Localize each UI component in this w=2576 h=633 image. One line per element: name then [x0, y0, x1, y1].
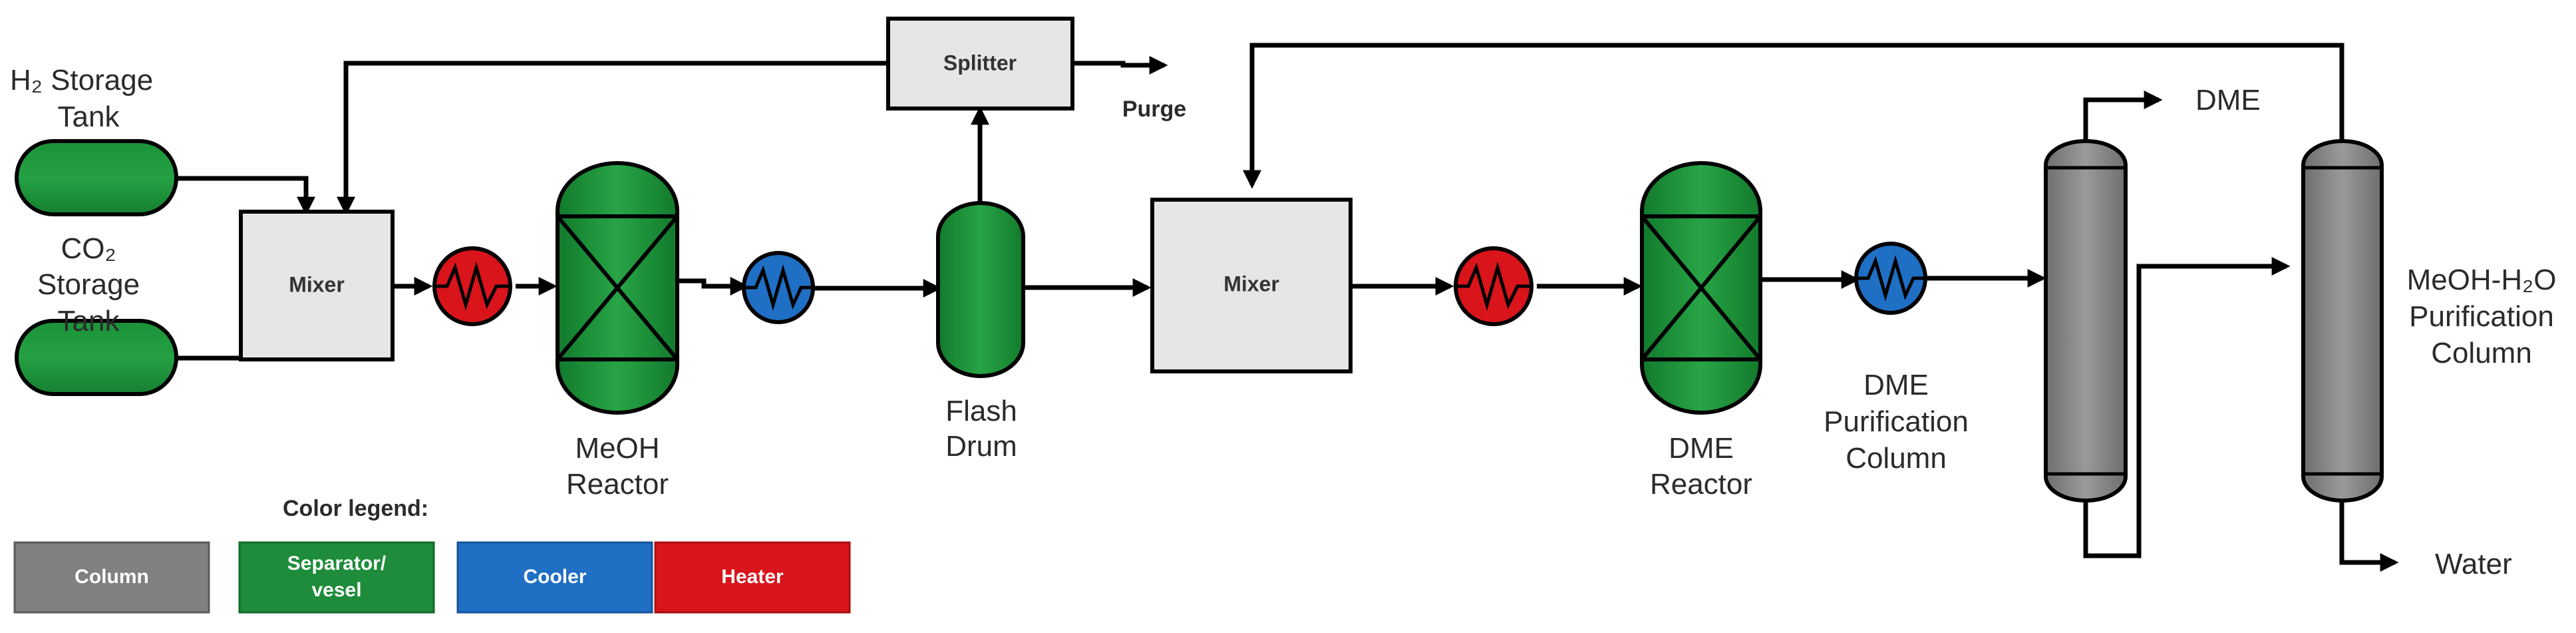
dme-column-label-1: DME: [1863, 369, 1929, 401]
purge-label: Purge: [1122, 97, 1186, 122]
stream-lines: [174, 43, 2399, 572]
meoh-reactor: [556, 161, 679, 415]
legend-heater-label: Heater: [721, 566, 784, 588]
meoh-reactor-label-1: MeOH: [575, 432, 659, 465]
heater-1-coil-icon: [434, 261, 511, 312]
meoh-h2o-purification-column: [2301, 139, 2384, 503]
meoh-reactor-label-2: Reactor: [566, 468, 669, 501]
co2-tank-label-2: Storage: [37, 268, 140, 301]
flash-drum: [936, 201, 1025, 378]
legend-separator-label-1: Separator/: [287, 552, 387, 574]
dme-column-label-3: Column: [1846, 442, 1947, 475]
legend-column-swatch: [13, 541, 210, 614]
water-product-label: Water: [2435, 548, 2512, 580]
legend-separator-label-2: vesel: [311, 579, 361, 601]
dme-reactor-label-2: Reactor: [1650, 468, 1752, 501]
cooler-2-coil-icon: [1856, 254, 1925, 302]
stream-reactor-to-cooler1: [675, 277, 749, 296]
h2-tank-label-1: H₂ Storage: [10, 64, 153, 97]
color-legend: Color legend: Column Separator/ vesel Co…: [13, 496, 851, 614]
heater-2: [1454, 246, 1533, 326]
dme-purification-column: [2044, 139, 2128, 503]
splitter-label: Splitter: [943, 51, 1017, 75]
dme-reactor: [1640, 161, 1762, 415]
splitter: Splitter: [886, 17, 1074, 110]
co2-storage-tank: [15, 319, 178, 396]
stream-dme-column-to-meoh-column: [2083, 257, 2291, 558]
equipment-labels: H₂ Storage Tank CO₂ Storage Tank Purge M…: [10, 64, 2556, 580]
meoh-column-label-1: MeOH-H₂O: [2407, 264, 2557, 296]
h2-tank-label-2: Tank: [58, 101, 120, 133]
co2-tank-label-1: CO₂: [61, 232, 116, 265]
stream-methanol-recycle: [1243, 43, 2344, 189]
mixer-2-label: Mixer: [1223, 272, 1279, 296]
meoh-column-label-3: Column: [2431, 337, 2532, 369]
h2-storage-tank: [15, 139, 178, 216]
stream-splitter-to-purge: [1072, 56, 1168, 75]
mixer-2: Mixer: [1150, 198, 1353, 373]
cooler-1: [742, 251, 815, 324]
cooler-1-coil-icon: [744, 264, 813, 312]
legend-heater-swatch: [654, 541, 851, 614]
legend-column-label: Column: [75, 566, 149, 588]
heater-1: [432, 246, 512, 326]
dme-reactor-label-1: DME: [1669, 432, 1734, 465]
legend-cooler-label: Cooler: [523, 566, 586, 588]
stream-h2-to-mixer: [174, 176, 315, 216]
stream-water-out: [2339, 496, 2399, 572]
flash-drum-label-1: Flash: [945, 395, 1017, 427]
stream-dme-out: [2083, 91, 2163, 145]
legend-separator-swatch: [238, 541, 435, 614]
dme-column-label-2: Purification: [1824, 405, 1969, 438]
mixer-1: Mixer: [239, 210, 395, 361]
dme-product-label: DME: [2195, 84, 2261, 116]
stream-recycle-to-mixer1: [337, 61, 888, 216]
meoh-column-label-2: Purification: [2409, 300, 2554, 333]
legend-cooler-swatch: [456, 541, 653, 614]
mixer-1-label: Mixer: [289, 272, 345, 296]
co2-tank-label-3: Tank: [58, 305, 120, 337]
legend-title: Color legend:: [283, 496, 428, 521]
heater-2-coil-icon: [1455, 261, 1532, 312]
cooler-2: [1854, 242, 1927, 315]
flash-drum-label-2: Drum: [945, 430, 1017, 463]
